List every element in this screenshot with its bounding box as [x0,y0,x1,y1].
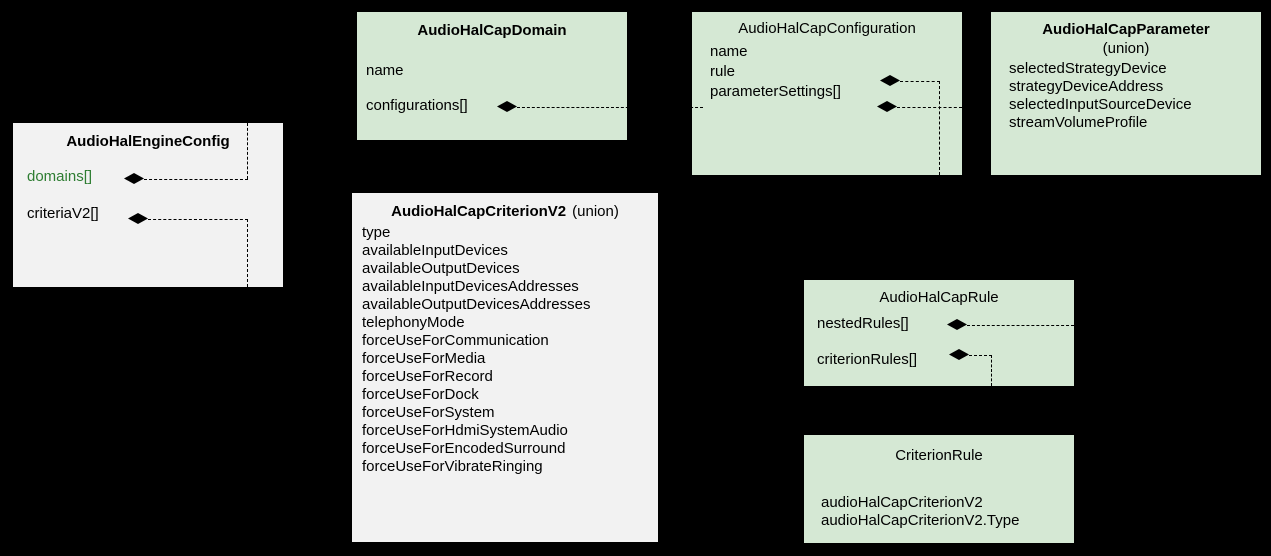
attribute-strategy-device-address: strategyDeviceAddress [1009,78,1164,95]
aggregation-diamond-domains [124,173,144,184]
attribute-force-use-for-vibrate-ringing: forceUseForVibrateRinging [362,458,543,475]
aggregation-diamond-configurations [497,101,517,112]
connector-nested-rules-horizontal [967,325,1074,326]
connector-criteria-v2-horizontal [148,219,248,220]
attribute-rule: rule [710,63,736,80]
connector-rule-vertical [939,81,940,175]
class-title-union-tag: (union) [572,203,619,220]
class-title-audio-hal-cap-parameter: AudioHalCapParameter [1042,21,1210,38]
attribute-available-output-devices-addresses: availableOutputDevicesAddresses [362,296,591,313]
aggregation-diamond-parameter-settings [877,101,897,112]
class-title-text: AudioHalCapCriterionV2 [391,203,567,220]
attribute-available-input-devices: availableInputDevices [362,242,508,259]
connector-domains-vertical [247,123,248,179]
class-title-audio-hal-cap-domain: AudioHalCapDomain [417,22,567,39]
class-title-criterion-rule: CriterionRule [895,447,983,464]
class-title-audio-hal-cap-configuration: AudioHalCapConfiguration [738,20,916,37]
aggregation-diamond-rule [880,75,900,86]
attribute-name: name [366,62,404,79]
class-box-criterion-rule[interactable]: CriterionRule audioHalCapCriterionV2 aud… [804,435,1074,543]
attribute-force-use-for-media: forceUseForMedia [362,350,486,367]
connector-parameter-settings-horizontal [897,107,962,108]
attribute-type: type [362,224,391,241]
attribute-force-use-for-record: forceUseForRecord [362,368,493,385]
attribute-force-use-for-system: forceUseForSystem [362,404,495,421]
class-box-audio-hal-engine-config[interactable]: AudioHalEngineConfig domains[] criteriaV… [13,123,283,287]
attribute-force-use-for-hdmi-system-audio: forceUseForHdmiSystemAudio [362,422,568,439]
attribute-domains: domains[] [27,168,93,185]
connector-configurations-horizontal [517,107,703,108]
class-box-audio-hal-cap-configuration[interactable]: AudioHalCapConfiguration name rule param… [692,12,962,175]
attribute-name: name [710,43,748,60]
attribute-selected-input-source-device: selectedInputSourceDevice [1009,96,1192,113]
aggregation-diamond-criterion-rules [949,349,969,360]
connector-rule-horizontal [900,81,940,82]
attribute-force-use-for-encoded-surround: forceUseForEncodedSurround [362,440,566,457]
attribute-configurations: configurations[] [366,97,468,114]
class-box-audio-hal-cap-rule[interactable]: AudioHalCapRule nestedRules[] criterionR… [804,280,1074,386]
aggregation-diamond-nested-rules [947,319,967,330]
class-box-audio-hal-cap-parameter[interactable]: AudioHalCapParameter (union) selectedStr… [991,12,1261,175]
connector-criteria-v2-vertical [247,219,248,287]
attribute-available-output-devices: availableOutputDevices [362,260,520,277]
attribute-available-input-devices-addresses: availableInputDevicesAddresses [362,278,579,295]
attribute-force-use-for-communication: forceUseForCommunication [362,332,549,349]
aggregation-diamond-criteria-v2 [128,213,148,224]
class-box-audio-hal-cap-criterion-v2[interactable]: AudioHalCapCriterionV2 (union) type avail… [352,193,658,542]
attribute-stream-volume-profile: streamVolumeProfile [1009,114,1148,131]
attribute-audio-hal-cap-criterion-v2-type: audioHalCapCriterionV2.Type [821,512,1020,529]
attribute-telephony-mode: telephonyMode [362,314,465,331]
attribute-audio-hal-cap-criterion-v2: audioHalCapCriterionV2 [821,494,983,511]
attribute-criterion-rules: criterionRules[] [817,351,918,368]
attribute-nested-rules: nestedRules[] [817,315,909,332]
class-title-audio-hal-engine-config: AudioHalEngineConfig [66,133,230,150]
class-title-audio-hal-cap-criterion-v2: AudioHalCapCriterionV2 (union) [352,203,658,221]
attribute-parameter-settings: parameterSettings[] [710,83,841,100]
class-title-audio-hal-cap-rule: AudioHalCapRule [879,289,999,306]
class-box-audio-hal-cap-domain[interactable]: AudioHalCapDomain name configurations[] [357,12,627,140]
attribute-selected-strategy-device: selectedStrategyDevice [1009,60,1167,77]
connector-criterion-rules-vertical [991,355,992,386]
connector-domains-horizontal [144,179,248,180]
class-subtitle-union: (union) [1102,40,1150,57]
attribute-force-use-for-dock: forceUseForDock [362,386,479,403]
attribute-criteria-v2: criteriaV2[] [27,205,99,222]
connector-criterion-rules-horizontal [969,355,992,356]
